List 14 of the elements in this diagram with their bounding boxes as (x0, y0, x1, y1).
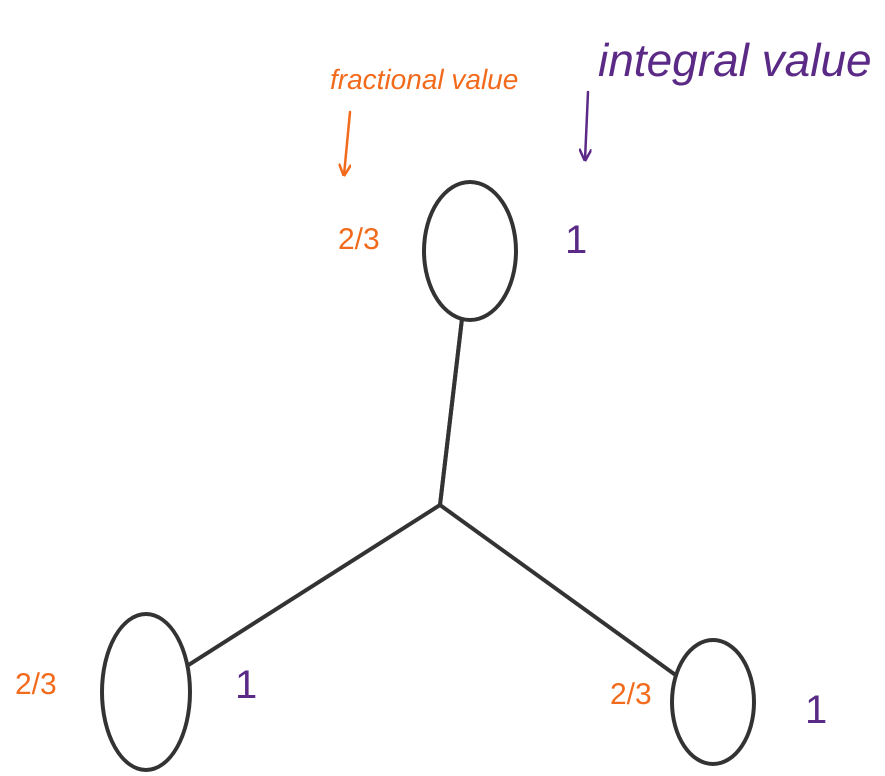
fraction-label: 2/3 (610, 680, 652, 710)
annotation-text: fractional value (330, 66, 518, 94)
value-label: 1 (805, 690, 828, 730)
value-label: 1 (235, 665, 258, 705)
annotation-text: integral value (598, 37, 872, 83)
circle-node (670, 638, 756, 766)
fraction-label: 2/3 (15, 670, 57, 700)
value-label: 1 (565, 220, 588, 260)
connector-line (438, 318, 676, 676)
circle-node (100, 612, 192, 772)
arrow (338, 110, 353, 178)
arrow (578, 90, 593, 162)
fraction-label: 2/3 (338, 225, 380, 255)
circle-node (422, 180, 518, 322)
